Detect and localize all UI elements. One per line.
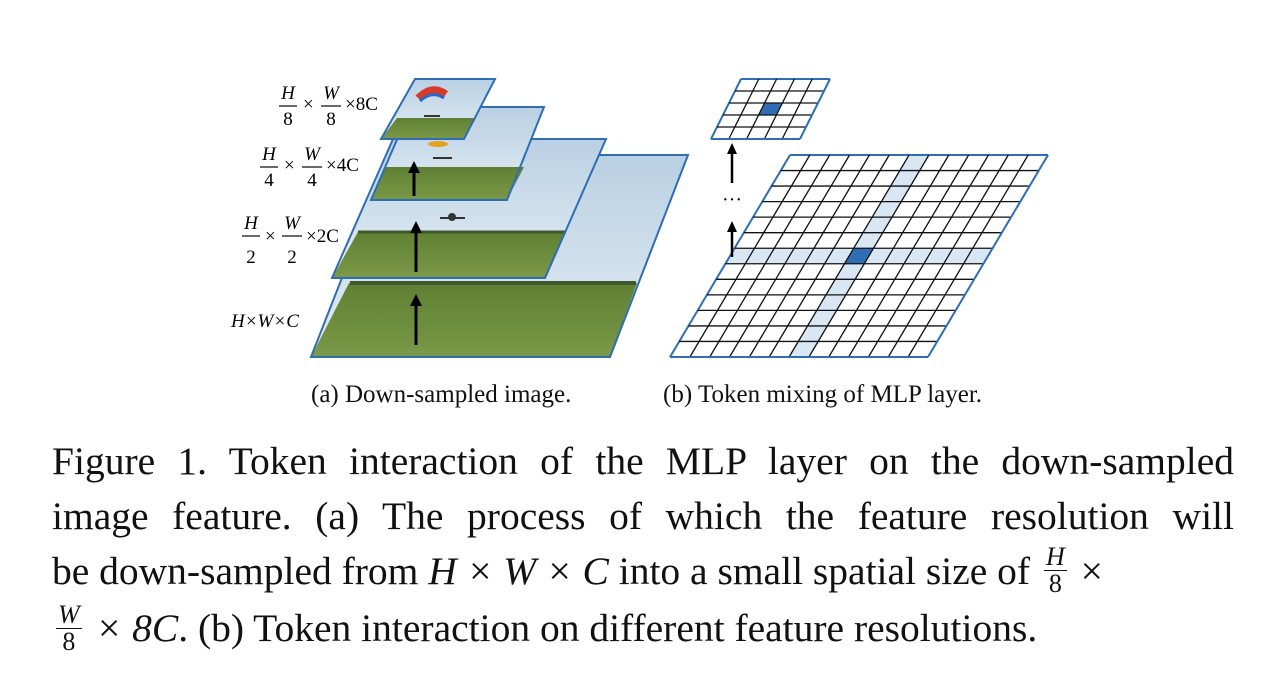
grid-line: [763, 78, 795, 140]
grid-line: [689, 154, 811, 358]
grid-line: [748, 154, 870, 358]
svg-text:2: 2: [246, 247, 256, 268]
grid-line: [728, 78, 760, 140]
svg-text:×: ×: [284, 155, 295, 176]
svg-text:×4C: ×4C: [326, 155, 359, 176]
svg-text:H: H: [261, 144, 277, 165]
grid-line: [768, 154, 890, 358]
grid-line: [710, 78, 742, 140]
svg-text:H×W×C: H×W×C: [230, 311, 299, 332]
grid-line: [728, 154, 851, 358]
grid-line: [887, 154, 1009, 358]
svg-text:W: W: [284, 213, 302, 234]
math-8c: × 8C: [85, 606, 179, 651]
grid-line: [867, 154, 990, 358]
panel-b-token-grids: ···: [669, 78, 1049, 358]
grid-line: [709, 154, 831, 358]
svg-text:H: H: [280, 83, 296, 104]
arrow-up-large: [727, 221, 737, 257]
large-token-grid: [669, 154, 1049, 358]
svg-text:×: ×: [265, 226, 276, 247]
grid-line: [799, 78, 831, 140]
svg-text:8: 8: [283, 109, 293, 130]
grid-line: [927, 154, 1049, 358]
svg-text:4: 4: [307, 170, 317, 191]
caption-line-3: be down-sampled from H × W × C into a sm…: [52, 542, 1103, 599]
layer-label-half: H 2 × W 2 ×2C: [242, 213, 339, 268]
grid-line: [781, 78, 813, 140]
grid-line: [828, 154, 950, 358]
layer-label-full: H×W×C: [230, 311, 299, 332]
figure-1-illustration: H 8 × W 8 ×8C H 4 × W 4 ×4C H 2 × W 2: [230, 78, 1049, 358]
layer-label-quarter: H 4 × W 4 ×4C: [260, 144, 359, 191]
subcaption-b: (b) Token mixing of MLP layer.: [663, 381, 983, 408]
grid-line: [808, 154, 930, 358]
arrow-up-small: [727, 143, 737, 183]
caption-line-2: image feature. (a) The process of which …: [52, 494, 1234, 538]
center-token: [758, 103, 783, 115]
svg-text:×8C: ×8C: [345, 94, 378, 115]
layer-label-eighth: H 8 × W 8 ×8C: [279, 83, 378, 130]
figure-caption: Figure 1. Token interaction of the MLP l…: [52, 434, 1234, 659]
svg-text:2: 2: [287, 247, 297, 268]
aircraft-icon: [428, 141, 452, 159]
grid-line: [907, 154, 1029, 358]
paraglider-icon: [415, 86, 449, 117]
grid-line: [669, 154, 791, 358]
svg-text:W: W: [323, 83, 341, 104]
svg-text:H: H: [243, 213, 259, 234]
grid-line: [848, 154, 970, 358]
caption-line-1: Figure 1. Token interaction of the MLP l…: [52, 439, 1234, 483]
aircraft-icon: [440, 213, 465, 221]
grid-line: [788, 154, 910, 358]
svg-text:4: 4: [264, 170, 274, 191]
svg-text:8: 8: [326, 109, 336, 130]
svg-text:×2C: ×2C: [306, 226, 339, 247]
grid-line: [746, 78, 778, 140]
svg-text:×: ×: [303, 94, 314, 115]
panel-a-image-stack: H 8 × W 8 ×8C H 4 × W 4 ×4C H 2 × W 2: [230, 78, 690, 358]
math-hwc: H × W × C: [428, 549, 609, 593]
layer-eighth-resolution: [379, 78, 497, 140]
svg-text:W: W: [304, 144, 322, 165]
small-token-grid: [710, 78, 831, 140]
ellipsis: ···: [722, 189, 742, 211]
subcaption-a: (a) Down-sampled image.: [311, 381, 572, 408]
